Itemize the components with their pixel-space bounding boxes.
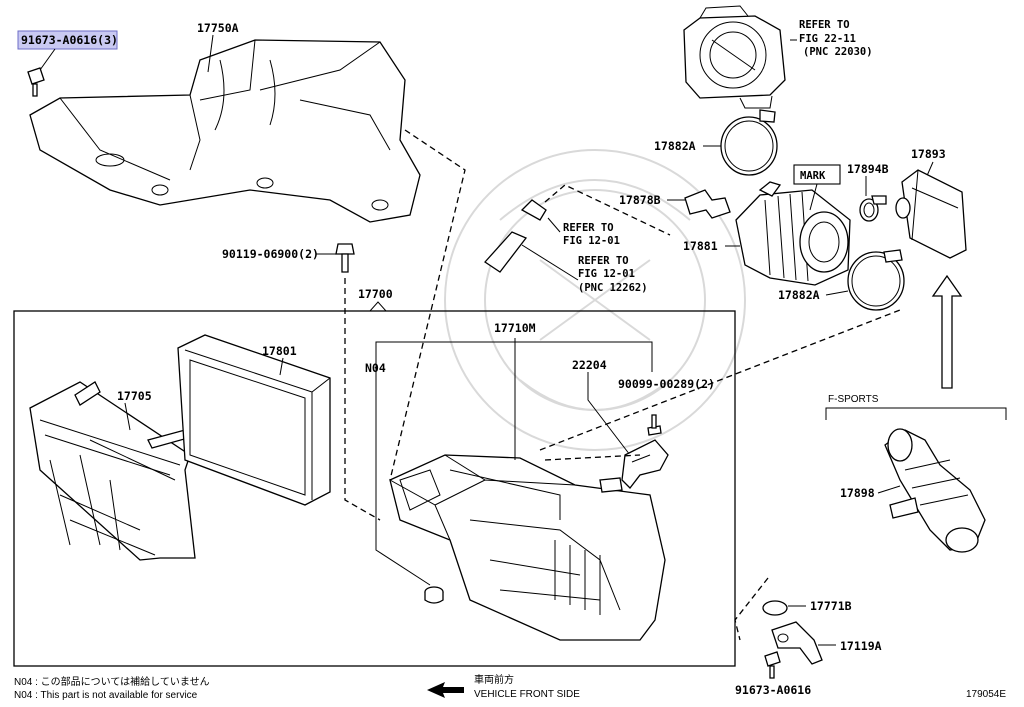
part-label-n04[interactable]: N04 — [365, 361, 386, 375]
refer-fig12b-line2[interactable]: FIG 12-01 — [578, 268, 635, 280]
part-label-17893[interactable]: 17893 — [911, 147, 946, 161]
plug-17771b[interactable] — [762, 600, 788, 616]
part-label-17878b[interactable]: 17878B — [619, 193, 661, 207]
grommet-n04[interactable] — [424, 586, 444, 604]
resonator-17893[interactable] — [895, 169, 967, 259]
air-cleaner-cap-17750a[interactable] — [29, 39, 421, 223]
part-label-17750a[interactable]: 17750A — [197, 21, 239, 35]
part-label-17771b[interactable]: 17771B — [810, 599, 852, 613]
refer-fig22-line1[interactable]: REFER TO — [799, 19, 850, 31]
part-label-17898[interactable]: 17898 — [840, 486, 875, 500]
part-label-17119a[interactable]: 17119A — [840, 639, 882, 653]
intake-hose-f-sport-17898[interactable] — [884, 428, 986, 553]
vacuum-hose-ref — [520, 199, 547, 221]
part-label-91673-a0616-3[interactable]: 91673-A0616(3) — [21, 33, 118, 47]
refer-fig22-line2[interactable]: FIG 22-11 — [799, 33, 856, 45]
part-label-90099-00289[interactable]: 90099-00289(2) — [618, 377, 715, 391]
part-label-22204[interactable]: 22204 — [572, 358, 607, 372]
refer-fig12a-line2[interactable]: FIG 12-01 — [563, 235, 620, 247]
mass-air-flow-sensor-22204[interactable] — [621, 439, 669, 489]
part-label-17710m[interactable]: 17710M — [494, 321, 536, 335]
air-cleaner-case-17710m[interactable] — [389, 454, 666, 641]
diagram-id: 179054E — [966, 689, 1006, 700]
part-label-17894b[interactable]: 17894B — [847, 162, 889, 176]
part-label-17801[interactable]: 17801 — [262, 344, 297, 358]
part-label-17881[interactable]: 17881 — [683, 239, 718, 253]
bracket-17119a[interactable] — [771, 621, 823, 665]
up-arrow-icon — [931, 274, 963, 389]
vacuum-fitting-17878b[interactable] — [684, 189, 731, 219]
part-label-17705[interactable]: 17705 — [117, 389, 152, 403]
throttle-body[interactable] — [683, 5, 786, 109]
bolt-91673-a0616[interactable] — [27, 67, 45, 97]
part-label-90119-06900[interactable]: 90119-06900(2) — [222, 247, 319, 261]
direction-jp: 車両前方 — [474, 673, 514, 686]
pcv-hose-ref — [484, 231, 528, 273]
direction-en: VEHICLE FRONT SIDE — [474, 689, 580, 700]
air-filter-element-17801[interactable] — [177, 334, 331, 506]
highlight-box — [17, 30, 118, 50]
clamp-17894b[interactable] — [859, 195, 887, 222]
refer-fig12b-line1[interactable]: REFER TO — [578, 255, 629, 267]
part-label-17700[interactable]: 17700 — [358, 287, 393, 301]
hose-clamp-17882a-top[interactable] — [720, 109, 778, 176]
f-sports-label: F-SPORTS — [828, 394, 879, 405]
note-en: N04 : This part is not available for ser… — [14, 690, 198, 701]
refer-fig22-line3: (PNC 22030) — [803, 46, 873, 58]
bolt-90119-06900[interactable] — [335, 243, 355, 273]
watermark — [444, 149, 746, 451]
part-label-17882a-top[interactable]: 17882A — [654, 139, 696, 153]
note-jp: N04 : この部品については補給していません — [14, 675, 210, 688]
refer-fig12a-line1[interactable]: REFER TO — [563, 222, 614, 234]
front-arrow-icon — [427, 682, 464, 698]
part-label-17882a-bottom[interactable]: 17882A — [778, 288, 820, 302]
part-label-91673-a0616[interactable]: 91673-A0616 — [735, 683, 811, 697]
refer-fig12b-line3: (PNC 12262) — [578, 282, 648, 294]
air-cleaner-element-holder-17705[interactable] — [29, 381, 196, 561]
intake-air-hose-17881[interactable] — [735, 181, 851, 286]
screw-90099-00289[interactable] — [647, 414, 662, 436]
mark-label: MARK — [800, 170, 826, 182]
assembly-17700-frame — [13, 310, 736, 667]
bolt-91673-a0616-bottom[interactable] — [764, 651, 781, 679]
hose-clamp-17882a-bottom[interactable] — [847, 249, 905, 311]
